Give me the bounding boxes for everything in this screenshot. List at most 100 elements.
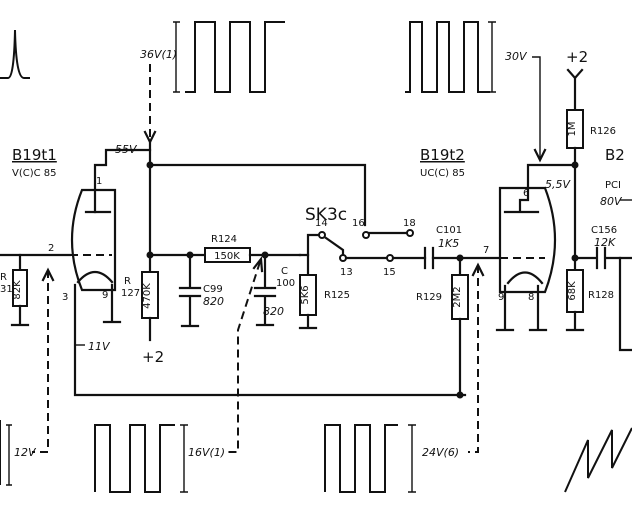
c100-value: 820 — [263, 305, 284, 318]
tube-left-type: V(C)C 85 — [12, 168, 57, 179]
r125-name: R125 — [324, 290, 350, 301]
c101-name: C101 — [436, 225, 462, 236]
waveform-sawtooth — [564, 427, 632, 493]
r127-value: 470K — [142, 283, 153, 309]
switch-name: SK3c — [305, 205, 347, 225]
r127-name-2: 127 — [121, 288, 140, 299]
c156-value: 12K — [594, 236, 616, 249]
waveform-36v — [173, 21, 285, 93]
tube-left-anode-lead — [93, 148, 152, 214]
tube-left-cathode-right — [102, 283, 122, 324]
r128-value: 68K — [567, 281, 578, 301]
tube-left-pin-cathode: 3 — [62, 292, 68, 303]
r126-value: 1M — [567, 122, 578, 137]
r125-lead — [298, 253, 310, 277]
c156-name: C156 — [591, 225, 617, 236]
probe-16v-arrow — [252, 256, 264, 273]
c156-symbol — [573, 246, 632, 270]
supply-plus2-bottom: +2 — [142, 348, 164, 366]
tube-left-envelope — [70, 188, 117, 292]
label-16v: 16V(1) — [188, 446, 225, 459]
tube-mid-anode — [503, 163, 574, 214]
r127-name-1: R — [124, 276, 131, 287]
waveform-16v — [94, 424, 188, 493]
c101-value: 1K5 — [438, 237, 459, 250]
tube-left-pin-9: 9 — [102, 290, 108, 301]
tube-mid-pin-8: 8 — [528, 292, 534, 303]
tube-mid-type: UC(C) 85 — [420, 168, 465, 179]
probe-16v-lead — [226, 261, 261, 453]
c100-symbol — [253, 253, 277, 327]
tube-right-voltage: 80V — [600, 195, 623, 208]
r129-value: 2M2 — [452, 286, 463, 307]
tube-left-pin-grid: 2 — [48, 243, 54, 254]
tube-mid-cathode — [506, 271, 544, 285]
r124-value: 150K — [214, 251, 240, 262]
switch-wire-14 — [306, 233, 322, 257]
tube-mid-pin-6: 6 — [523, 188, 529, 199]
c99-value: 820 — [203, 295, 224, 308]
c99-name: C99 — [203, 284, 223, 295]
switch-pin-14: 14 — [315, 218, 328, 229]
tube-mid-pin8-ground — [528, 284, 548, 332]
r126-name: R126 — [590, 126, 616, 137]
tube-mid-envelope — [498, 186, 557, 294]
probe-24v-arrow — [471, 262, 485, 277]
label-36v: 36V(1) — [140, 48, 177, 61]
waveform-12v — [0, 420, 12, 486]
r129-name: R129 — [416, 292, 442, 303]
tube-right-type: PCI — [605, 180, 621, 191]
waveform-24v — [324, 424, 416, 493]
label-24v: 24V(6) — [422, 446, 459, 459]
c101-symbol — [423, 246, 435, 270]
tube-left-cathode — [76, 270, 114, 284]
node-bus — [456, 391, 464, 399]
r-left-name-2: 31 — [0, 284, 13, 295]
probe-30v-arrow — [533, 148, 547, 163]
switch-pin-13: 13 — [340, 267, 353, 278]
r-left-value: 82K — [12, 280, 23, 300]
tube-left-cathode-bus — [73, 283, 467, 397]
anode-bus-top — [148, 140, 367, 227]
tube-mid-pin-9: 9 — [498, 292, 504, 303]
r-left-ground — [10, 304, 30, 327]
supply-arrow-top — [566, 68, 584, 80]
node-r126 — [571, 161, 579, 169]
c100-name-1: C — [281, 266, 288, 277]
r124-name: R124 — [211, 234, 237, 245]
switch-contact-18 — [406, 229, 414, 237]
c100-name-2: 100 — [276, 278, 295, 289]
switch-pin-16: 16 — [352, 218, 365, 229]
waveform-pulse-top-left — [0, 29, 30, 79]
tube-left-pin-anode: 1 — [96, 176, 102, 187]
switch-pin-18: 18 — [403, 218, 416, 229]
r125-value: 5K6 — [300, 285, 311, 304]
wire-right-edge — [618, 256, 632, 352]
probe-24v-lead — [468, 265, 479, 453]
probe-30v-lead — [532, 56, 541, 160]
tube-mid-name: B19t2 — [420, 146, 465, 164]
tube-right-name: B2 — [605, 146, 625, 164]
r125-ground — [298, 313, 318, 330]
switch-pin-15: 15 — [383, 267, 396, 278]
tube-left-anode-voltage: 55V — [115, 143, 138, 156]
tube-mid-anode-voltage: 5,5V — [545, 178, 571, 191]
switch-contact-14 — [318, 231, 326, 239]
r-left-name-1: R — [0, 272, 7, 283]
switch-contact-16 — [362, 231, 370, 239]
c99-symbol — [178, 253, 202, 328]
tube-mid-pin9-ground — [495, 284, 515, 332]
tube-left-name: B19t1 — [12, 146, 57, 164]
r128-ground — [565, 310, 585, 332]
switch-blade-1 — [324, 236, 345, 258]
label-12v: 12V — [14, 446, 37, 459]
r128-name: R128 — [588, 290, 614, 301]
tube-mid-pin-7: 7 — [483, 245, 489, 256]
probe-12v-lead — [32, 270, 49, 453]
probe-12v-arrow — [41, 267, 55, 282]
label-30v: 30V — [505, 50, 528, 63]
tube-left-cathode-voltage: 11V — [88, 340, 111, 353]
supply-plus2-top: +2 — [566, 48, 588, 66]
